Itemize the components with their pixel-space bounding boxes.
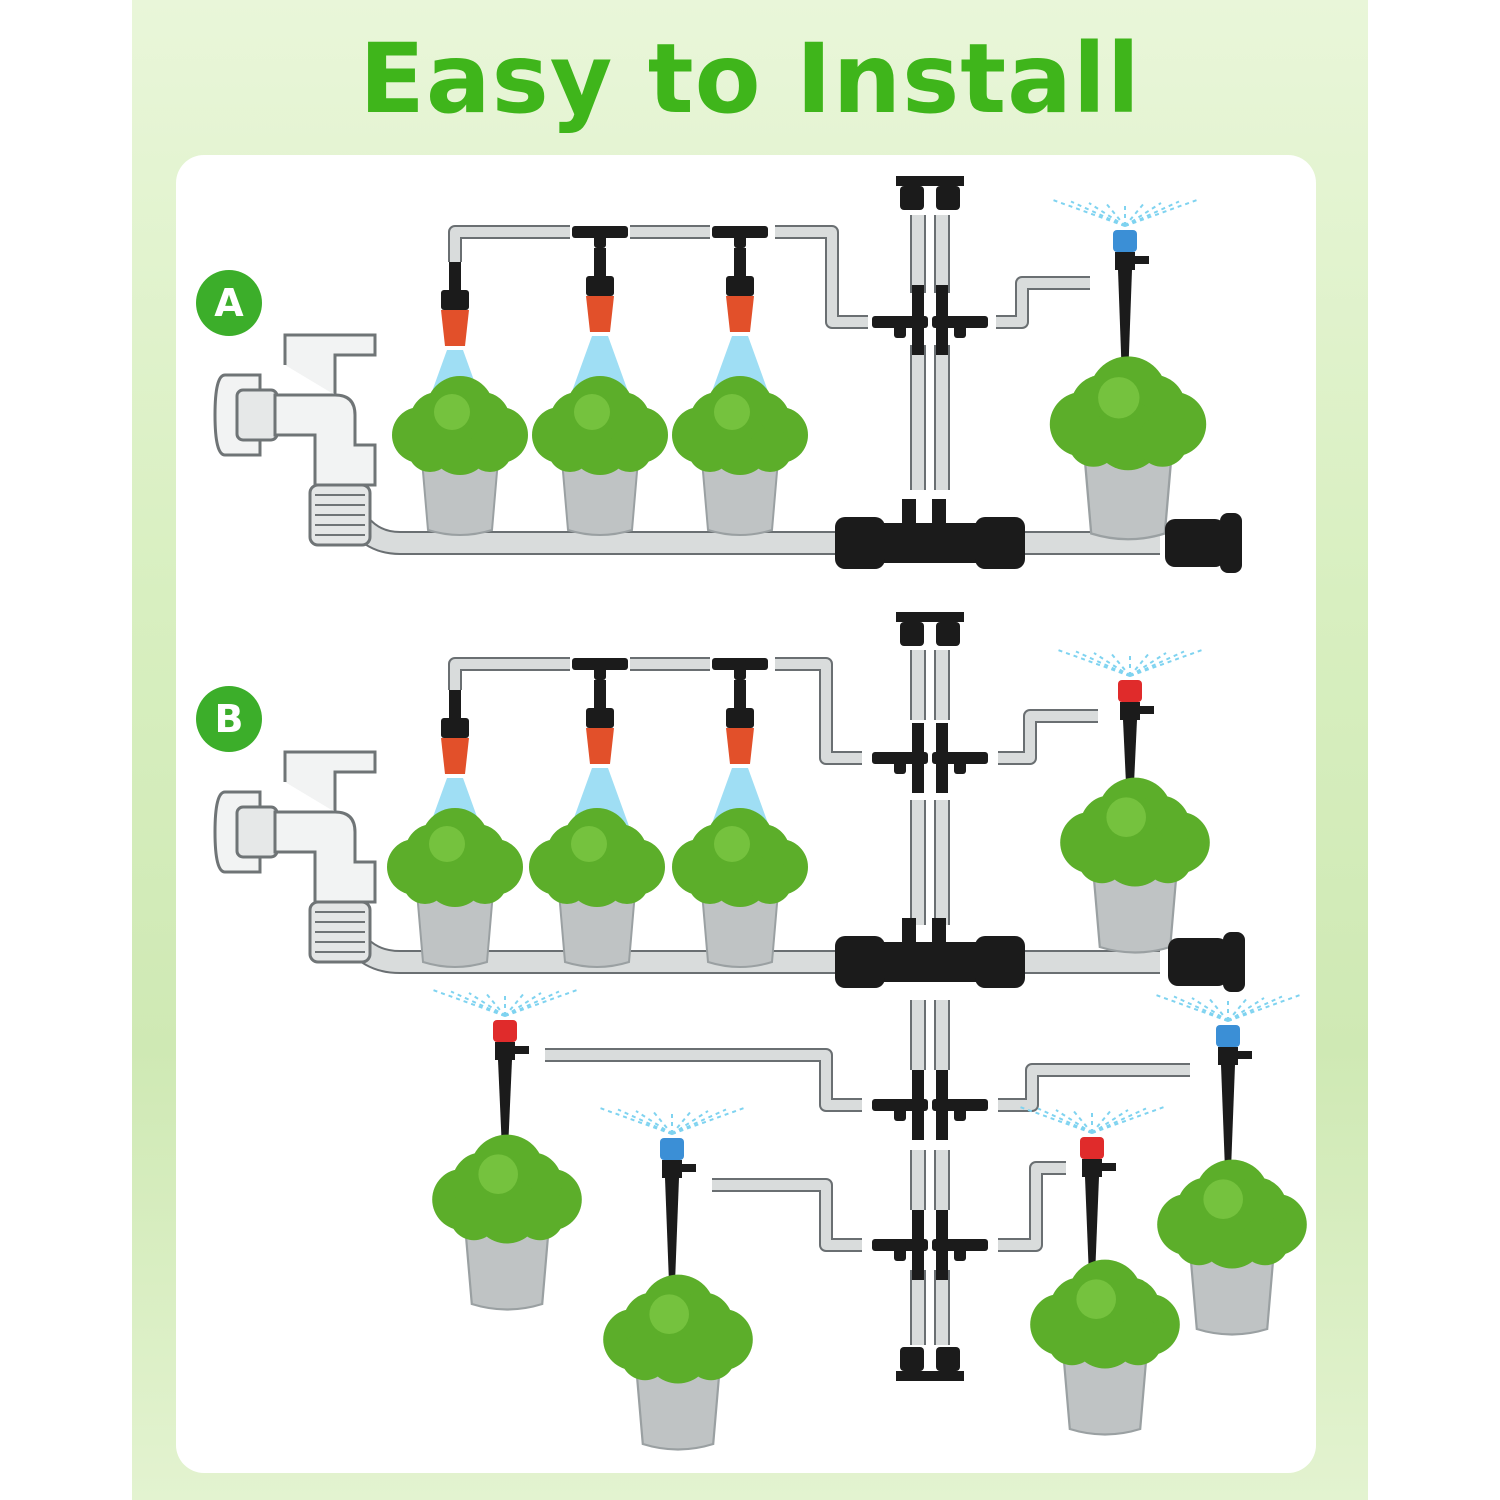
main-tee-connector-icon	[835, 918, 1025, 988]
tee-connector-icon	[912, 1070, 924, 1140]
potted-plant-icon	[392, 376, 528, 536]
misting-tube	[712, 1178, 862, 1252]
panel-b-badge: B	[196, 686, 262, 752]
end-plug-icon	[1168, 932, 1245, 992]
tee-connector-icon	[572, 226, 628, 248]
potted-plant-icon	[672, 376, 808, 536]
faucet-icon	[213, 333, 377, 547]
tee-connector-icon	[712, 658, 768, 680]
misting-tube	[545, 1048, 862, 1112]
end-plug-icon	[896, 1347, 964, 1381]
faucet-icon	[213, 750, 377, 964]
misting-tube	[775, 657, 862, 765]
potted-plant-icon	[432, 1134, 582, 1311]
tee-connector-icon	[936, 723, 948, 793]
misting-tube	[448, 225, 570, 262]
misting-tube	[996, 276, 1090, 329]
main-tee-connector-icon	[835, 499, 1025, 569]
tee-connector-icon	[936, 1210, 948, 1280]
potted-plant-icon	[1157, 1159, 1307, 1336]
tee-connector-icon	[572, 658, 628, 680]
potted-plant-icon	[532, 376, 668, 536]
potted-plant-icon	[387, 808, 523, 968]
stake-emitter-icon	[1019, 1106, 1165, 1277]
potted-plant-icon	[529, 808, 665, 968]
tee-connector-icon	[912, 1210, 924, 1280]
potted-plant-icon	[1049, 356, 1207, 541]
end-plug-icon	[896, 612, 964, 646]
tee-connector-icon	[912, 723, 924, 793]
panel-a-badge: A	[196, 270, 262, 336]
page-title: Easy to Install	[359, 23, 1141, 135]
misting-tube	[448, 657, 570, 690]
stake-emitter-icon	[1155, 994, 1301, 1170]
stake-emitter-icon	[1052, 199, 1198, 380]
tee-connector-icon	[936, 285, 948, 355]
stake-emitter-icon	[432, 989, 578, 1150]
misting-tube	[998, 1063, 1190, 1112]
misting-tube	[998, 1161, 1066, 1252]
end-plug-icon	[896, 176, 964, 210]
misting-tube	[775, 225, 868, 329]
stake-emitter-icon	[599, 1107, 745, 1283]
end-plug-icon	[1165, 513, 1242, 573]
potted-plant-icon	[1060, 777, 1210, 954]
tee-connector-icon	[712, 226, 768, 248]
misting-tube	[998, 709, 1098, 765]
potted-plant-icon	[672, 808, 808, 968]
tee-connector-icon	[936, 1070, 948, 1140]
potted-plant-icon	[1030, 1259, 1180, 1436]
tee-connector-icon	[912, 285, 924, 355]
potted-plant-icon	[603, 1274, 753, 1451]
